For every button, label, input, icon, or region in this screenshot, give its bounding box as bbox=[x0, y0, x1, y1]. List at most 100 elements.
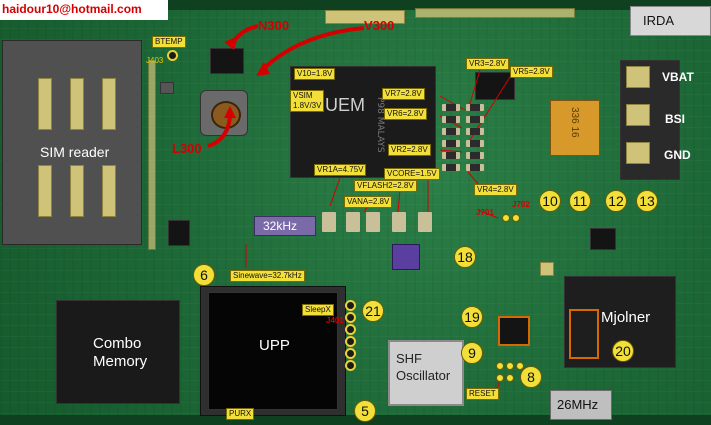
vana-label: VANA=2.8V bbox=[344, 196, 393, 208]
testpoint-12: 12 bbox=[605, 190, 627, 212]
testpoint-6: 6 bbox=[193, 264, 215, 286]
j403-label: J403 bbox=[146, 56, 164, 65]
l300-arrow-head bbox=[224, 106, 236, 118]
tantalum-capacitor: 336 16 bbox=[550, 100, 600, 156]
testpoint-18: 18 bbox=[454, 246, 476, 268]
leader-line bbox=[439, 95, 466, 111]
email-banner: haidour10@hotmail.com bbox=[0, 0, 168, 20]
testpoint-ring bbox=[345, 348, 356, 359]
testpoint-dot bbox=[496, 362, 504, 370]
uem-marking: P98 MALAYS bbox=[375, 97, 385, 153]
crystal-32khz: 32kHz bbox=[254, 216, 316, 236]
btemp-testpoint bbox=[167, 50, 178, 61]
testpoint-ring bbox=[345, 336, 356, 347]
j702-label: J702 bbox=[512, 200, 530, 209]
leader-line bbox=[439, 149, 463, 153]
shf-oscillator: SHF Oscillator bbox=[388, 340, 464, 406]
smd-resistor bbox=[466, 164, 484, 171]
j701-label: J701 bbox=[476, 208, 494, 217]
vr7-label: VR7=2.8V bbox=[382, 88, 425, 100]
purx-label: PURX bbox=[226, 408, 255, 420]
vr5-label: VR5=2.8V bbox=[510, 66, 553, 78]
bsi-pad bbox=[626, 104, 650, 126]
vr4-label: VR4=2.8V bbox=[474, 184, 517, 196]
irda-window: IRDA bbox=[630, 6, 711, 36]
testpoint-dot bbox=[496, 374, 504, 382]
crystal-32khz-label: 32kHz bbox=[263, 219, 298, 233]
v10-label: V10=1.8V bbox=[294, 68, 336, 80]
testpoint-19: 19 bbox=[461, 306, 483, 328]
bsi-label: BSI bbox=[665, 112, 686, 126]
sim-contact bbox=[102, 78, 116, 130]
n300-label: N300 bbox=[258, 18, 290, 33]
email-text: haidour10@hotmail.com bbox=[2, 2, 142, 16]
vr1a-label: VR1A=4.75V bbox=[314, 164, 367, 176]
smd-resistor bbox=[442, 164, 460, 171]
smd-resistor bbox=[442, 128, 460, 135]
uem-chip: UEM P98 MALAYS bbox=[290, 66, 436, 178]
l300-arrow bbox=[207, 115, 232, 148]
testpoint-13: 13 bbox=[636, 190, 658, 212]
pad bbox=[540, 262, 554, 276]
testpoint-5: 5 bbox=[354, 400, 376, 422]
smd-capacitor bbox=[418, 212, 432, 232]
sim-contact bbox=[102, 165, 116, 217]
testpoint-21: 21 bbox=[362, 300, 384, 322]
vcore-label: VCORE=1.5V bbox=[384, 168, 440, 180]
smd-resistor bbox=[466, 140, 484, 147]
btemp-label: BTEMP bbox=[152, 36, 186, 48]
irda-label: IRDA bbox=[643, 13, 675, 28]
smd-capacitor bbox=[322, 212, 336, 232]
top-pad-strip-2 bbox=[415, 8, 575, 18]
testpoint-ring bbox=[345, 312, 356, 323]
smd-resistor bbox=[466, 152, 484, 159]
testpoint-dot bbox=[506, 362, 514, 370]
smd-capacitor bbox=[346, 212, 360, 232]
smd-resistor bbox=[466, 128, 484, 135]
crystal-26mhz: 26MHz bbox=[550, 390, 612, 420]
board-edge-bottom bbox=[0, 415, 711, 425]
j401-label: J401 bbox=[326, 316, 344, 325]
smd-capacitor bbox=[392, 212, 406, 232]
leader-line bbox=[397, 189, 401, 213]
testpoint-ring bbox=[345, 360, 356, 371]
l300-label: L300 bbox=[172, 141, 202, 156]
board-edge-top bbox=[0, 0, 711, 10]
n300-chip bbox=[210, 48, 244, 74]
smd-resistor bbox=[442, 116, 460, 123]
sim-contact bbox=[38, 78, 52, 130]
vr6-label: VR6=2.8V bbox=[384, 108, 427, 120]
l300-inductor bbox=[200, 90, 248, 136]
sim-contact bbox=[70, 165, 84, 217]
leader-line bbox=[467, 171, 479, 185]
purple-capacitor bbox=[392, 244, 420, 270]
reset-label: RESET bbox=[466, 388, 499, 400]
testpoint-11: 11 bbox=[569, 190, 591, 212]
sim-reader-label: SIM reader bbox=[40, 144, 110, 160]
left-gold-trace bbox=[148, 60, 156, 250]
gnd-pad bbox=[626, 142, 650, 164]
leader-line bbox=[477, 209, 499, 219]
testpoint-8: 8 bbox=[520, 366, 542, 388]
sim-contact bbox=[38, 165, 52, 217]
mjolner-test-pads bbox=[569, 309, 599, 359]
sleepx-label: SleepX bbox=[302, 304, 334, 316]
vflash2-label: VFLASH2=2.8V bbox=[354, 180, 417, 192]
leader-line bbox=[467, 69, 481, 111]
gnd-label: GND bbox=[664, 148, 691, 162]
sim-contact bbox=[70, 78, 84, 130]
smd-resistor bbox=[442, 152, 460, 159]
small-ic-19 bbox=[498, 316, 530, 346]
v300-arrow-head bbox=[256, 62, 270, 76]
n300-arrow-head bbox=[224, 36, 238, 50]
crystal-26mhz-label: 26MHz bbox=[557, 397, 599, 412]
testpoint-ring bbox=[345, 324, 356, 335]
small-ic bbox=[590, 228, 616, 250]
testpoint-ring bbox=[345, 300, 356, 311]
v300-label: V300 bbox=[364, 18, 395, 33]
testpoint-dot bbox=[506, 374, 514, 382]
smd-resistor bbox=[466, 104, 484, 111]
upp-chip: UPP bbox=[208, 292, 338, 410]
smd-resistor bbox=[466, 116, 484, 123]
testpoint-9: 9 bbox=[461, 342, 483, 364]
